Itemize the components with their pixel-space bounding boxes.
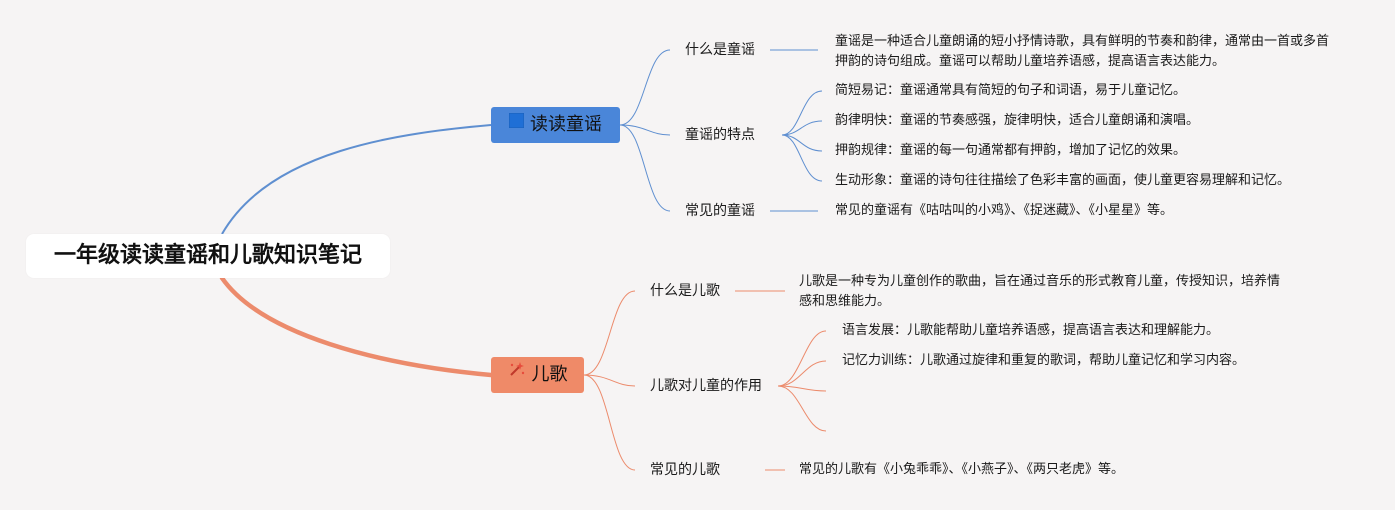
branch-1-edges — [619, 49, 823, 212]
subtopic-common-tongyao[interactable]: 常见的童谣 — [685, 203, 755, 219]
branch-label: 读读童谣 — [530, 114, 602, 135]
subtopic-what-is-erge[interactable]: 什么是儿歌 — [650, 283, 720, 299]
leaf-common-erge: 常见的儿歌有《小兔乖乖》、《小燕子》、《两只老虎》等。 — [799, 462, 1125, 477]
branch-reading-nursery-rhymes[interactable]: 读读童谣 — [491, 107, 620, 143]
leaf-effect-memory: 记忆力训练：儿歌通过旋律和重复的歌词，帮助儿童记忆和学习内容。 — [842, 353, 1246, 368]
edge-root-to-branch-2 — [219, 275, 494, 378]
leaf-feature-rhythm: 韵律明快：童谣的节奏感强，旋律明快，适合儿童朗诵和演唱。 — [835, 113, 1200, 128]
leaf-effect-language: 语言发展：儿歌能帮助儿童培养语感，提高语言表达和理解能力。 — [842, 323, 1220, 338]
branch-childrens-songs[interactable]: 儿歌 — [491, 357, 584, 393]
blue-square-icon — [508, 105, 525, 141]
branch-label: 儿歌 — [531, 364, 568, 385]
leaf-feature-vivid: 生动形象：童谣的诗句往往描绘了色彩丰富的画面，使儿童更容易理解和记忆。 — [835, 173, 1291, 188]
leaf-common-tongyao: 常见的童谣有《咕咕叫的小鸡》、《捉迷藏》、《小星星》等。 — [835, 203, 1174, 218]
edge-root-to-branch-1 — [221, 124, 492, 235]
branch-2-edges — [583, 290, 827, 471]
subtopic-what-is-tongyao[interactable]: 什么是童谣 — [685, 42, 755, 58]
leaf-erge-definition: 儿歌是一种专为儿童创作的歌曲，旨在通过音乐的形式教育儿童，传授知识，培养情感和思… — [799, 274, 1281, 309]
leaf-feature-short: 简短易记：童谣通常具有简短的句子和词语，易于儿童记忆。 — [835, 83, 1187, 98]
subtopic-tongyao-features[interactable]: 童谣的特点 — [685, 127, 755, 143]
leaf-feature-rhyme: 押韵规律：童谣的每一句通常都有押韵，增加了记忆的效果。 — [835, 143, 1187, 158]
magic-wand-icon — [508, 355, 526, 391]
subtopic-common-erge[interactable]: 常见的儿歌 — [650, 462, 720, 478]
root-topic[interactable]: 一年级读读童谣和儿歌知识笔记 — [26, 234, 390, 278]
subtopic-erge-effects[interactable]: 儿歌对儿童的作用 — [650, 378, 762, 394]
leaf-tongyao-definition: 童谣是一种适合儿童朗诵的短小抒情诗歌，具有鲜明的节奏和韵律，通常由一首或多首押韵… — [835, 34, 1330, 69]
